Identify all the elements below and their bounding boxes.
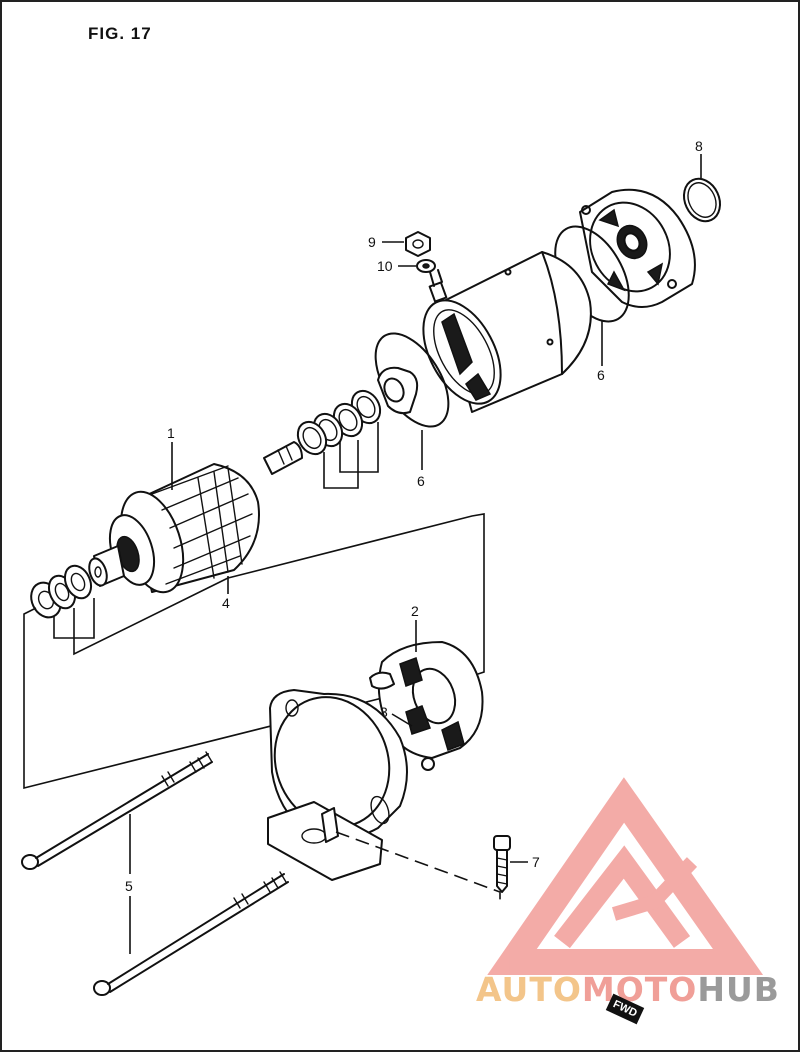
callout-7: 7 <box>532 854 540 870</box>
tab-washer <box>377 366 419 415</box>
watermark-logo <box>487 777 764 975</box>
part-7-screw <box>493 835 528 893</box>
watermark-part-auto: AUTO <box>476 970 582 1009</box>
part-5-through-bolt-upper <box>21 751 213 870</box>
watermark-text: AUTOMOTOHUB <box>476 970 780 1009</box>
callout-6-right: 6 <box>597 367 605 383</box>
part-1-armature <box>88 441 303 594</box>
callout-8: 8 <box>695 138 703 154</box>
callout-5: 5 <box>125 878 133 894</box>
assembly-bracket <box>23 513 485 790</box>
callout-2: 2 <box>411 603 419 619</box>
front-housing <box>267 689 408 881</box>
part-5-through-bolt-lower <box>93 871 289 996</box>
callout-4: 4 <box>222 595 230 611</box>
figure-title: FIG. 17 <box>88 24 152 43</box>
callout-6-left: 6 <box>417 473 425 489</box>
motor-yoke <box>422 251 592 413</box>
part-9-nut <box>382 231 431 257</box>
part-4-washers-upper <box>296 389 382 489</box>
callout-3-leader <box>391 713 413 727</box>
watermark-part-moto: MOTO <box>581 970 698 1009</box>
callout-3: 3 <box>380 704 388 720</box>
watermark-part-hub: HUB <box>697 970 780 1009</box>
part-10-washer <box>398 259 436 273</box>
end-cover <box>579 188 696 308</box>
part-2-brush-plate <box>369 620 484 771</box>
callout-1: 1 <box>167 425 175 441</box>
part-4-washers-lower <box>30 564 229 656</box>
callout-10: 10 <box>377 258 393 274</box>
callout-9: 9 <box>368 234 376 250</box>
alignment-dash <box>335 831 501 906</box>
part-8-o-ring <box>683 154 721 223</box>
